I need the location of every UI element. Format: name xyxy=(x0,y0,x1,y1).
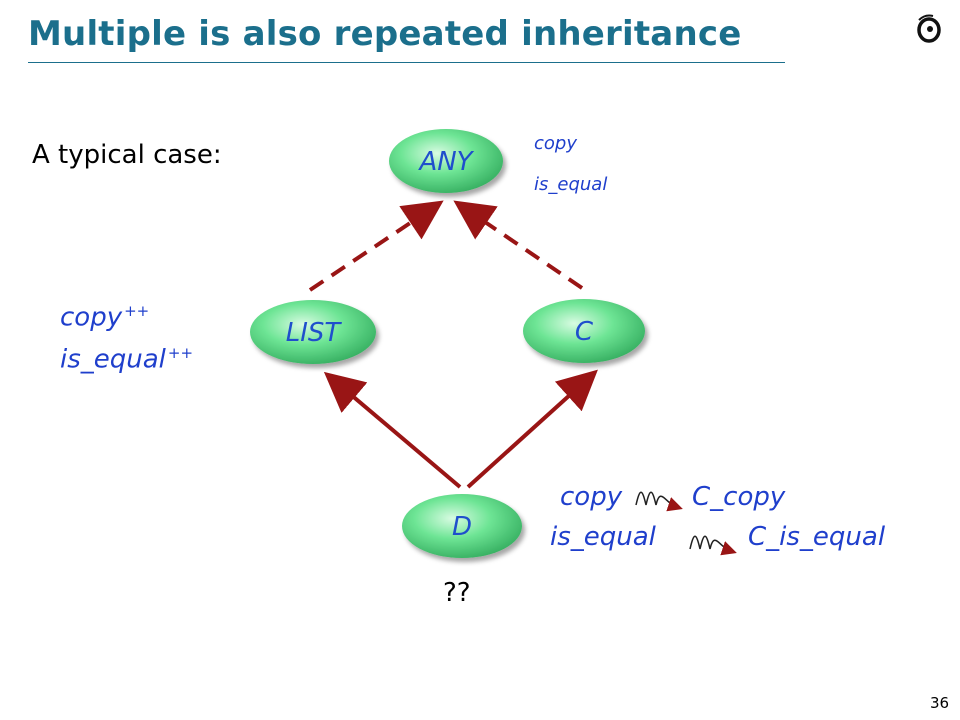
rename-arrow-icon xyxy=(689,535,737,556)
rename-is-equal-from: is_equal xyxy=(550,522,656,552)
slide-title: Multiple is also repeated inheritance xyxy=(28,14,742,54)
edge-c-to-any xyxy=(453,200,584,290)
redefined-mark: ++ xyxy=(167,344,194,362)
rename-copy-from: copy xyxy=(560,482,623,512)
rename-arrow-icon xyxy=(635,491,683,512)
node-label-d: D xyxy=(452,512,472,542)
class-node-d: D xyxy=(402,494,522,558)
list-feature-is-equal: is_equal++ xyxy=(60,344,193,375)
node-label-c: C xyxy=(575,317,594,347)
title-divider xyxy=(28,62,785,63)
edge-list-to-any xyxy=(308,200,444,292)
edge-d-to-list xyxy=(323,371,462,489)
edge-d-to-c xyxy=(466,369,598,489)
redefined-mark: ++ xyxy=(124,302,150,320)
feature-name: copy xyxy=(60,302,123,333)
feature-name: is_equal xyxy=(60,344,166,375)
node-label-any: ANY xyxy=(417,147,474,177)
class-node-c: C xyxy=(523,299,645,363)
class-node-list: LIST xyxy=(250,300,376,364)
unresolved-mark: ?? xyxy=(443,578,471,608)
any-feature-copy: copy xyxy=(534,133,577,154)
page-number: 36 xyxy=(930,694,950,712)
class-node-any: ANY xyxy=(389,129,503,193)
node-label-list: LIST xyxy=(286,318,343,348)
any-feature-is-equal: is_equal xyxy=(534,174,608,195)
intro-text: A typical case: xyxy=(32,140,222,170)
eiffel-logo-icon xyxy=(917,14,941,43)
rename-is-equal-to: C_is_equal xyxy=(748,522,886,552)
rename-copy-to: C_copy xyxy=(692,482,786,512)
list-feature-copy: copy++ xyxy=(60,302,149,333)
